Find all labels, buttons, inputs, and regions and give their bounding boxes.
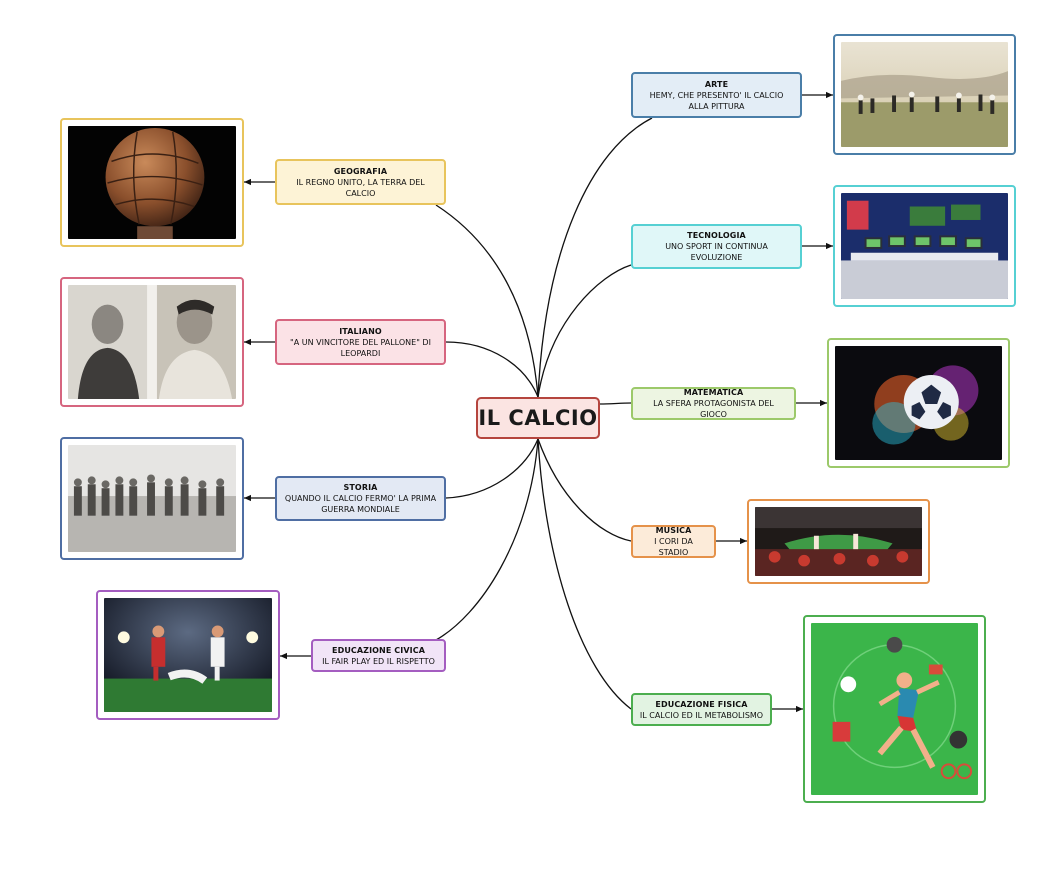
image-educazione-civica[interactable] — [96, 590, 280, 720]
leopardi-portraits-icon — [68, 285, 236, 399]
branch-educazione-civica — [435, 438, 539, 641]
var-control-room-icon — [841, 193, 1008, 299]
topic-musica[interactable]: MUSICA I CORI DA STADIO — [631, 525, 716, 558]
image-italiano[interactable] — [60, 277, 244, 407]
image-arte[interactable] — [833, 34, 1016, 155]
image-geografia[interactable] — [60, 118, 244, 247]
topic-educazione-civica-title: EDUCAZIONE CIVICA — [332, 645, 425, 655]
image-matematica[interactable] — [827, 338, 1010, 468]
fair-play-players-icon — [104, 598, 272, 712]
topic-educazione-fisica[interactable]: EDUCAZIONE FISICA IL CALCIO ED IL METABO… — [631, 693, 772, 726]
topic-geografia[interactable]: GEOGRAFIA IL REGNO UNITO, LA TERRA DEL C… — [275, 159, 446, 205]
colorful-exploding-ball-icon — [835, 346, 1002, 460]
topic-tecnologia-title: TECNOLOGIA — [687, 231, 746, 240]
topic-matematica-subtitle: LA SFERA PROTAGONISTA DEL GIOCO — [653, 399, 774, 419]
branch-matematica — [599, 402, 632, 405]
topic-tecnologia[interactable]: TECNOLOGIA UNO SPORT IN CONTINUA EVOLUZI… — [631, 224, 802, 269]
topic-storia[interactable]: STORIA QUANDO IL CALCIO FERMO' LA PRIMA … — [275, 476, 446, 521]
topic-arte[interactable]: ARTE HEMY, CHE PRESENTO' IL CALCIO ALLA … — [631, 72, 802, 118]
image-storia[interactable] — [60, 437, 244, 560]
topic-matematica-title: MATEMATICA — [683, 388, 744, 397]
topic-educazione-fisica-title: EDUCAZIONE FISICA — [655, 699, 748, 709]
vintage-football-painting-icon — [841, 42, 1008, 147]
topic-italiano-title: ITALIANO — [339, 326, 382, 336]
wwi-soldiers-photo-icon — [68, 445, 236, 552]
branch-italiano — [445, 341, 539, 398]
running-athlete-illustration-icon — [811, 623, 978, 795]
topic-geografia-title: GEOGRAFIA — [333, 166, 388, 176]
image-tecnologia[interactable] — [833, 185, 1016, 307]
topic-musica-subtitle: I CORI DA STADIO — [654, 537, 693, 557]
central-topic-label: IL CALCIO — [478, 406, 598, 430]
topic-arte-title: ARTE — [704, 79, 729, 89]
topic-educazione-civica[interactable]: EDUCAZIONE CIVICA IL FAIR PLAY ED IL RIS… — [311, 639, 446, 672]
topic-italiano-subtitle: "A UN VINCITORE DEL PALLONE" DI LEOPARDI — [290, 337, 431, 358]
topic-musica-title: MUSICA — [655, 526, 692, 535]
topic-arte-subtitle: HEMY, CHE PRESENTO' IL CALCIO ALLA PITTU… — [649, 90, 784, 111]
topic-storia-subtitle: QUANDO IL CALCIO FERMO' LA PRIMA GUERRA … — [284, 494, 437, 514]
topic-tecnologia-subtitle: UNO SPORT IN CONTINUA EVOLUZIONE — [665, 242, 768, 262]
central-topic[interactable]: IL CALCIO — [476, 397, 600, 439]
branch-tecnologia — [537, 264, 632, 398]
branch-musica — [537, 438, 632, 542]
topic-matematica[interactable]: MATEMATICA LA SFERA PROTAGONISTA DEL GIO… — [631, 387, 796, 420]
image-musica[interactable] — [747, 499, 930, 584]
leather-football-icon — [68, 126, 236, 239]
branch-educazione-fisica — [537, 438, 632, 710]
topic-storia-title: STORIA — [343, 483, 378, 492]
topic-italiano[interactable]: ITALIANO "A UN VINCITORE DEL PALLONE" DI… — [275, 319, 446, 365]
topic-geografia-subtitle: IL REGNO UNITO, LA TERRA DEL CALCIO — [296, 177, 425, 198]
topic-educazione-fisica-subtitle: IL CALCIO ED IL METABOLISMO — [639, 710, 764, 720]
branch-arte — [537, 117, 653, 398]
stadium-crowd-icon — [755, 507, 922, 576]
branch-geografia — [435, 204, 539, 398]
branch-storia — [445, 438, 539, 499]
topic-educazione-civica-subtitle: IL FAIR PLAY ED IL RISPETTO — [322, 656, 435, 666]
image-educazione-fisica[interactable] — [803, 615, 986, 803]
